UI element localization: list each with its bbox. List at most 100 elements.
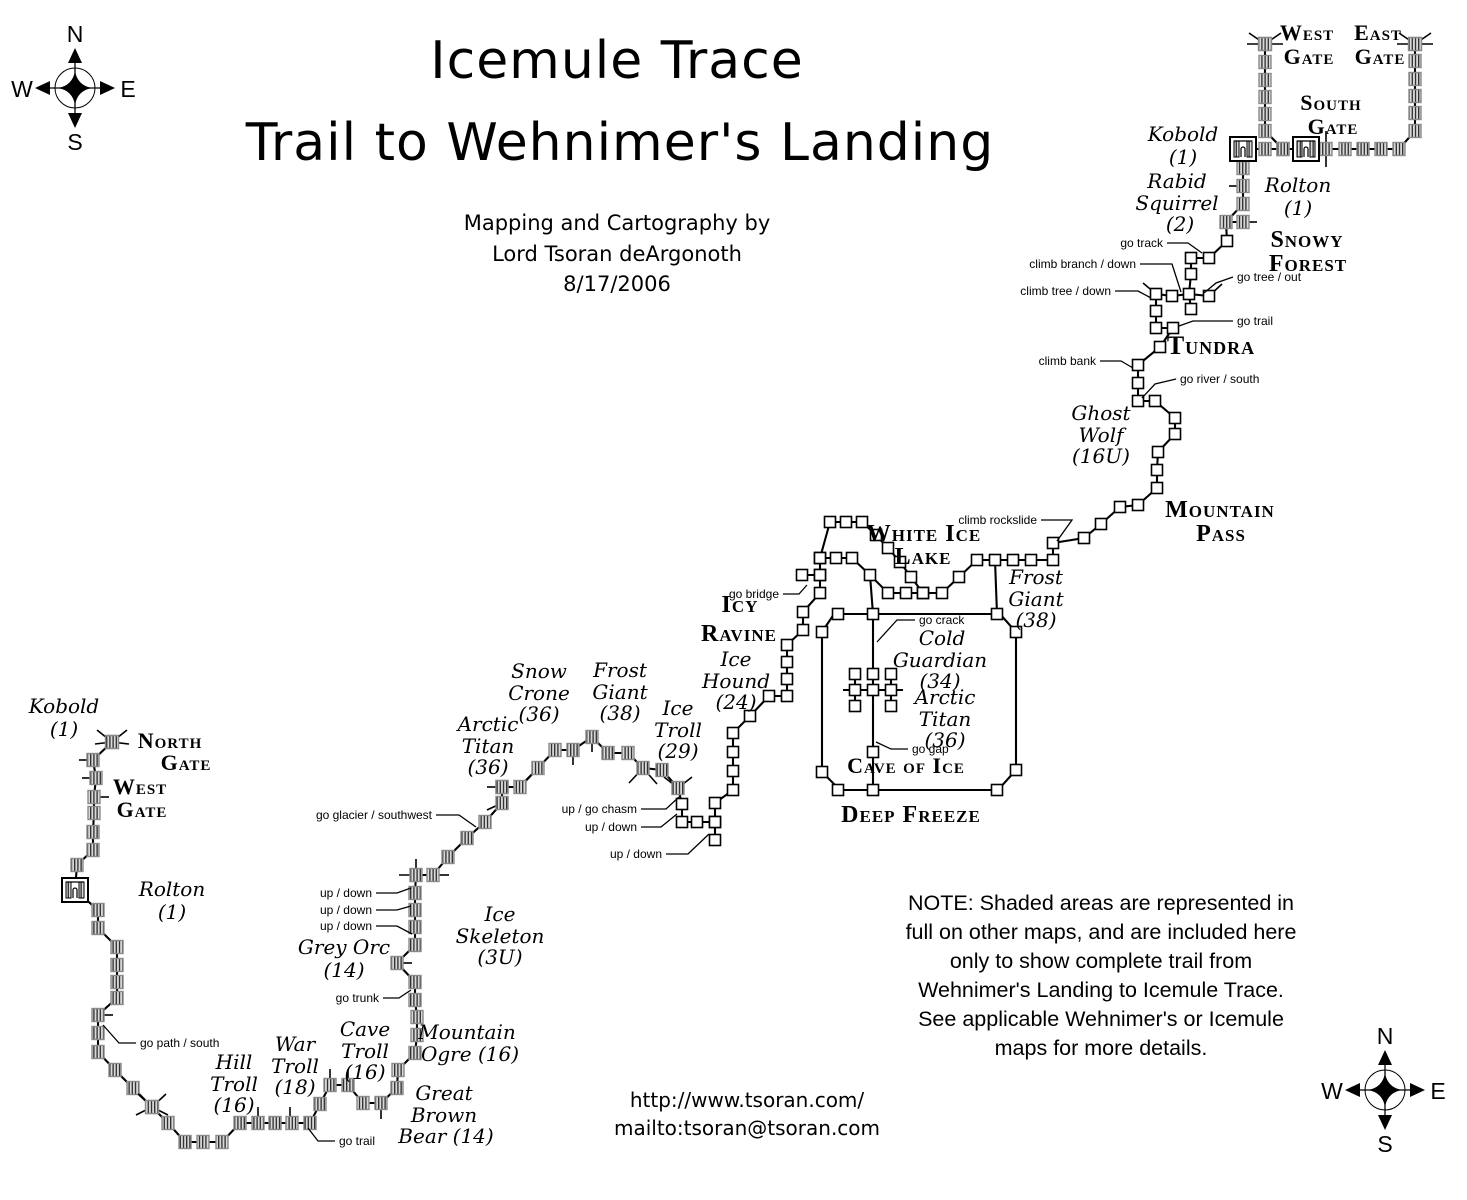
label-arctic-titan-west: Titan [462, 734, 515, 758]
room-node-shaded [233, 1115, 247, 1131]
label-ghost-wolf: Ghost [1071, 401, 1131, 425]
label-grey-orc: Grey Orc [298, 935, 390, 959]
room-node-shaded [87, 805, 101, 821]
room-node-shaded [251, 1115, 265, 1131]
trail-annotation: climb bank [1039, 354, 1097, 368]
trail-layer: WestGateEastGateSouthGateSnowyForestTund… [28, 20, 1433, 1150]
room-node [1006, 553, 1020, 567]
trail-edge [993, 559, 999, 615]
annotation-leader [1203, 276, 1234, 294]
label-snow-crone: Crone [508, 681, 570, 705]
gate-tower-icon [1309, 140, 1316, 158]
room-node [848, 699, 862, 713]
room-node-shaded [478, 814, 492, 830]
compass-star [58, 71, 92, 105]
label-ice-hound: Ice [720, 647, 752, 671]
room-node-shaded [1276, 141, 1290, 157]
room-node [855, 515, 869, 529]
room-node-shaded [303, 1115, 317, 1131]
room-node-shaded [1258, 123, 1272, 139]
room-node [1046, 553, 1060, 567]
credit-line-2: Lord Tsoran deArgonoth [492, 242, 742, 266]
room-node [1202, 289, 1216, 303]
room-node-shaded [87, 789, 101, 805]
room-node-shaded [621, 745, 635, 761]
compass-letter-n: N [1377, 1023, 1394, 1049]
room-node-shaded [1408, 53, 1422, 69]
label-war-troll: (18) [274, 1075, 315, 1099]
room-node [813, 551, 827, 565]
gate-star-node [1257, 36, 1273, 52]
label-east-gate: East [1354, 20, 1402, 45]
room-node [866, 667, 880, 681]
room-node-shaded [161, 1115, 175, 1131]
trail-annotation: go track [1120, 236, 1164, 250]
room-node-shaded [391, 1062, 405, 1078]
room-node-shaded [408, 974, 422, 990]
annotation-leader [376, 887, 412, 894]
room-node-shaded [1219, 214, 1233, 230]
room-node [726, 764, 740, 778]
room-node [813, 586, 827, 600]
room-node-shaded [285, 1115, 299, 1131]
label-ice-troll: Troll [654, 718, 702, 742]
label-ice-hound: Hound [701, 669, 770, 693]
room-node-shaded [1258, 72, 1272, 88]
label-west-gate-wehnimers: Gate [1284, 44, 1335, 69]
room-node [1024, 553, 1038, 567]
compass-letter-s: S [67, 129, 82, 155]
label-south-gate: Gate [1308, 114, 1359, 139]
room-node-shaded [566, 742, 580, 758]
trail-annotation: climb rockslide [958, 513, 1037, 527]
label-grey-orc: (14) [323, 958, 364, 982]
room-node-shaded [408, 902, 422, 918]
room-node [1165, 289, 1179, 303]
room-node [916, 586, 930, 600]
room-node [1131, 498, 1145, 512]
trail-annotation: climb tree / down [1020, 284, 1111, 298]
compass-letter-e: E [120, 76, 135, 102]
trail-annotation: up / down [320, 919, 372, 933]
compass-arrow [35, 81, 50, 95]
trail-annotation: go river / south [1180, 372, 1259, 386]
room-node [990, 783, 1004, 797]
trail-annotation: go crack [919, 613, 965, 627]
room-node [1151, 445, 1165, 459]
room-node [1113, 500, 1127, 514]
label-frost-giant-east: Giant [1008, 587, 1064, 611]
page-title: Icemule Trace [430, 31, 803, 91]
note-line-3: only to show complete trail from [950, 949, 1252, 973]
label-cave-troll: Troll [341, 1039, 389, 1063]
room-node-shaded [196, 1134, 210, 1150]
label-deep-freeze: Deep Freeze [841, 802, 981, 828]
trail-annotation: go trail [1237, 314, 1273, 328]
room-node [1149, 304, 1163, 318]
room-node-shaded [548, 742, 562, 758]
room-node-shaded [1236, 214, 1250, 230]
room-node-shaded [585, 729, 599, 745]
compass-circle [54, 67, 96, 109]
room-node [904, 570, 918, 584]
label-ice-troll: (29) [657, 739, 698, 763]
room-node-shaded [126, 1080, 140, 1096]
room-node [1077, 531, 1091, 545]
room-node [708, 815, 722, 829]
label-rabid-squirrel: (2) [1166, 212, 1194, 236]
trail-annotation: up / down [320, 903, 372, 917]
room-node-shaded [91, 1025, 105, 1041]
label-ice-hound: (24) [715, 690, 756, 714]
room-node-shaded [70, 857, 84, 873]
room-node [884, 683, 898, 697]
trail-edge [868, 574, 875, 615]
annotation-leader [436, 814, 477, 828]
room-node [881, 541, 895, 555]
label-war-troll: War [275, 1032, 317, 1056]
trail-annotation: go glacier / southwest [316, 808, 433, 822]
room-node-shaded [91, 1007, 105, 1023]
room-node [988, 553, 1002, 567]
room-node [1184, 251, 1198, 265]
room-node [829, 551, 843, 565]
map-date: 8/17/2006 [563, 272, 671, 296]
room-node [990, 607, 1004, 621]
label-arctic-titan-west: Arctic [456, 712, 519, 736]
